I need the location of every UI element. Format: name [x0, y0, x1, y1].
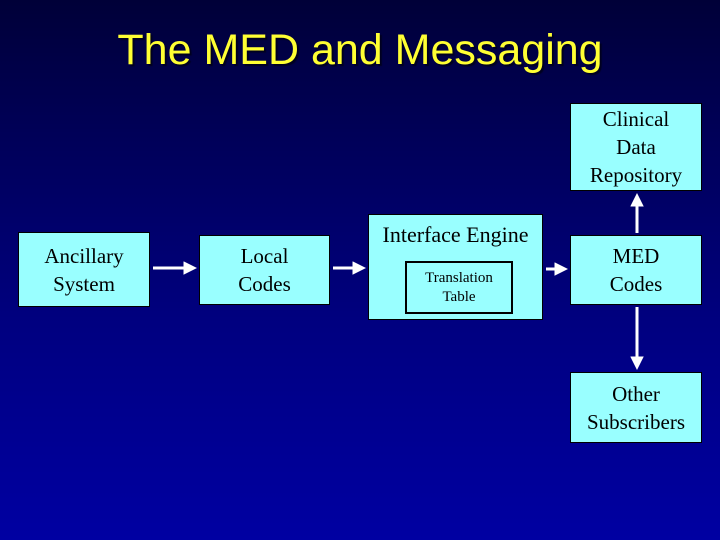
node-label-line: Other: [612, 381, 660, 406]
node-label-line: Codes: [609, 272, 663, 296]
node-other-subscribers: Other Subscribers: [570, 372, 702, 443]
node-label-line: Translation: [425, 269, 493, 286]
node-ancillary-system: Ancillary System: [18, 232, 150, 307]
node-label-line: Clinical: [602, 107, 670, 131]
node-label-line: Repository: [589, 163, 683, 187]
node-label-line: Codes: [238, 272, 291, 296]
node-label-line: System: [53, 271, 115, 296]
node-translation-table: Translation Table: [405, 261, 513, 314]
node-med-codes: MED Codes: [570, 235, 702, 305]
node-local-codes: Local Codes: [199, 235, 330, 305]
node-clinical-data-repository: Clinical Data Repository: [570, 103, 702, 191]
node-label-line: Data: [616, 135, 656, 159]
node-label-line: Ancillary: [44, 243, 124, 268]
node-interface-engine: Interface Engine Translation Table: [368, 214, 543, 320]
node-label-line: Table: [442, 288, 476, 305]
node-label-line: Subscribers: [587, 409, 685, 434]
node-label-line: MED: [612, 244, 660, 268]
node-label-line: Interface Engine: [382, 222, 529, 247]
node-label-line: Local: [240, 244, 289, 268]
slide-title: The MED and Messaging: [117, 26, 603, 74]
